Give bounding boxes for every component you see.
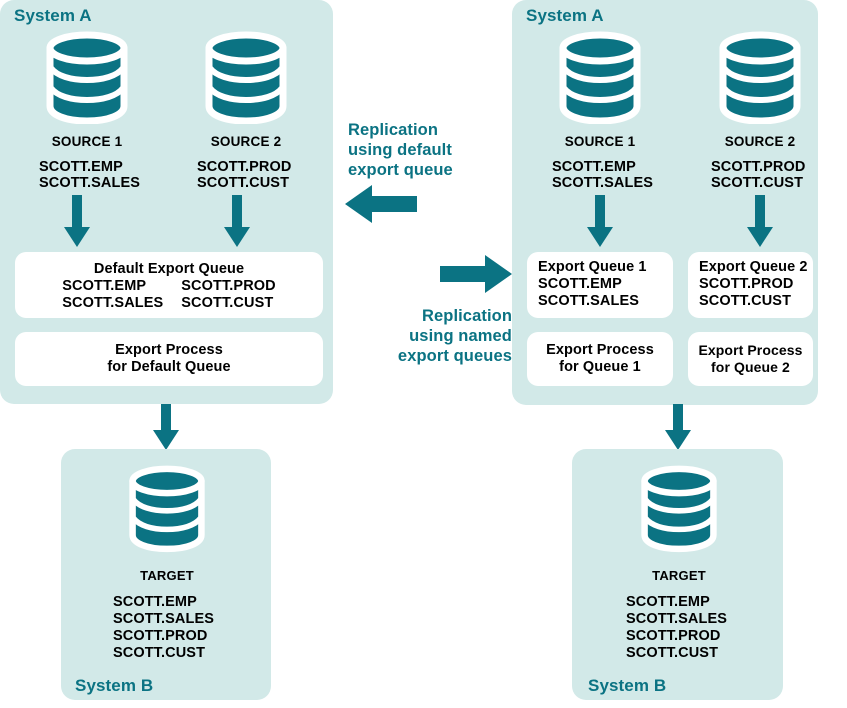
right-source-2-down-arrow — [747, 195, 773, 247]
left-default-queue-col-left: SCOTT.EMP SCOTT.SALES — [62, 278, 163, 312]
right-system-a-to-b-arrow — [665, 404, 691, 450]
right-export-process-1-line1: Export Process — [546, 342, 654, 358]
right-source-1-database-icon — [557, 30, 643, 124]
caption-line: export queue — [348, 161, 453, 179]
table-name: SCOTT.EMP — [39, 159, 123, 175]
left-system-b-label: System B — [75, 676, 154, 695]
right-source-1-tables: SCOTT.EMP SCOTT.SALES — [552, 159, 653, 191]
table-name: SCOTT.SALES — [39, 175, 140, 191]
right-export-process-1-box: Export Process for Queue 1 — [527, 332, 673, 386]
table-name: SCOTT.SALES — [552, 175, 653, 191]
right-source-2-tables: SCOTT.PROD SCOTT.CUST — [711, 159, 805, 191]
left-system-a-to-b-arrow — [153, 404, 179, 450]
table-name: SCOTT.SALES — [538, 293, 639, 309]
table-name: SCOTT.PROD — [113, 628, 208, 644]
table-name: SCOTT.PROD — [626, 628, 721, 644]
replication-named-right-arrow — [440, 255, 512, 293]
left-source-2-tables: SCOTT.PROD SCOTT.CUST — [197, 159, 291, 191]
right-export-process-1-line2: for Queue 1 — [559, 359, 641, 375]
left-export-process-line2: for Default Queue — [107, 359, 231, 375]
table-name: SCOTT.CUST — [626, 645, 719, 661]
right-export-process-2-text: Export Process for Queue 2 — [698, 342, 802, 376]
right-target-tables: SCOTT.EMP SCOTT.SALES SCOTT.PROD SCOTT.C… — [626, 594, 727, 662]
right-export-process-1-text: Export Process for Queue 1 — [546, 342, 654, 376]
table-name: SCOTT.PROD — [711, 159, 806, 175]
right-export-queue-1-title: Export Queue 1 — [538, 259, 647, 275]
table-name: SCOTT.SALES — [113, 611, 214, 627]
table-name: SCOTT.CUST — [699, 293, 792, 309]
caption-line: using named — [409, 327, 512, 345]
left-system-a-label: System A — [14, 6, 92, 25]
table-name: SCOTT.CUST — [113, 645, 206, 661]
caption-line: Replication — [348, 121, 439, 139]
table-name: SCOTT.PROD — [181, 278, 276, 294]
table-name: SCOTT.SALES — [626, 611, 727, 627]
right-source-2-database-icon — [717, 30, 803, 124]
left-default-queue-title: Default Export Queue — [93, 261, 245, 277]
right-export-queue-2-box: Export Queue 2 SCOTT.PROD SCOTT.CUST — [688, 252, 813, 318]
left-export-process-line1: Export Process — [115, 342, 223, 358]
left-export-process-text: Export Process for Default Queue — [107, 342, 230, 376]
caption-line: Replication — [421, 307, 512, 325]
right-system-b-label: System B — [588, 676, 667, 695]
left-target-title: TARGET — [140, 568, 194, 583]
right-system-a-label: System A — [526, 6, 604, 25]
table-name: SCOTT.EMP — [626, 594, 710, 610]
table-name: SCOTT.PROD — [699, 276, 794, 292]
table-name: SCOTT.CUST — [181, 295, 274, 311]
table-name: SCOTT.EMP — [62, 278, 147, 294]
table-name: SCOTT.EMP — [552, 159, 636, 175]
table-name: SCOTT.CUST — [711, 175, 804, 191]
replication-default-caption: Replication using default export queue — [348, 120, 453, 180]
right-target-database-icon — [639, 463, 719, 553]
replication-default-left-arrow — [345, 185, 417, 223]
replication-named-caption: Replication using named export queues — [351, 306, 512, 366]
table-name: SCOTT.EMP — [538, 276, 622, 292]
right-export-process-2-line1: Export Process — [698, 342, 803, 358]
table-name: SCOTT.CUST — [197, 175, 290, 191]
caption-line: using default — [348, 141, 452, 159]
right-export-queue-2-title: Export Queue 2 — [699, 259, 808, 275]
right-export-process-2-line2: for Queue 2 — [711, 359, 790, 375]
right-source-1-title: SOURCE 1 — [564, 134, 636, 149]
left-source-2-title: SOURCE 2 — [210, 134, 282, 149]
left-default-queue-col-right: SCOTT.PROD SCOTT.CUST — [181, 278, 275, 312]
right-source-2-title: SOURCE 2 — [724, 134, 796, 149]
left-source-1-down-arrow — [64, 195, 90, 247]
left-target-tables: SCOTT.EMP SCOTT.SALES SCOTT.PROD SCOTT.C… — [113, 594, 214, 662]
left-source-1-tables: SCOTT.EMP SCOTT.SALES — [39, 159, 140, 191]
table-name: SCOTT.EMP — [113, 594, 197, 610]
left-source-2-down-arrow — [224, 195, 250, 247]
left-target-database-icon — [127, 463, 207, 553]
table-name: SCOTT.SALES — [62, 295, 164, 311]
left-default-export-queue-box: Default Export Queue SCOTT.EMP SCOTT.SAL… — [15, 252, 323, 318]
right-source-1-down-arrow — [587, 195, 613, 247]
right-target-title: TARGET — [652, 568, 706, 583]
right-export-process-2-box: Export Process for Queue 2 — [688, 332, 813, 386]
left-source-1-title: SOURCE 1 — [51, 134, 123, 149]
left-source-1-database-icon — [44, 30, 130, 124]
caption-line: export queues — [397, 347, 512, 365]
right-export-queue-1-box: Export Queue 1 SCOTT.EMP SCOTT.SALES — [527, 252, 673, 318]
table-name: SCOTT.PROD — [197, 159, 292, 175]
left-export-process-box: Export Process for Default Queue — [15, 332, 323, 386]
left-source-2-database-icon — [203, 30, 289, 124]
